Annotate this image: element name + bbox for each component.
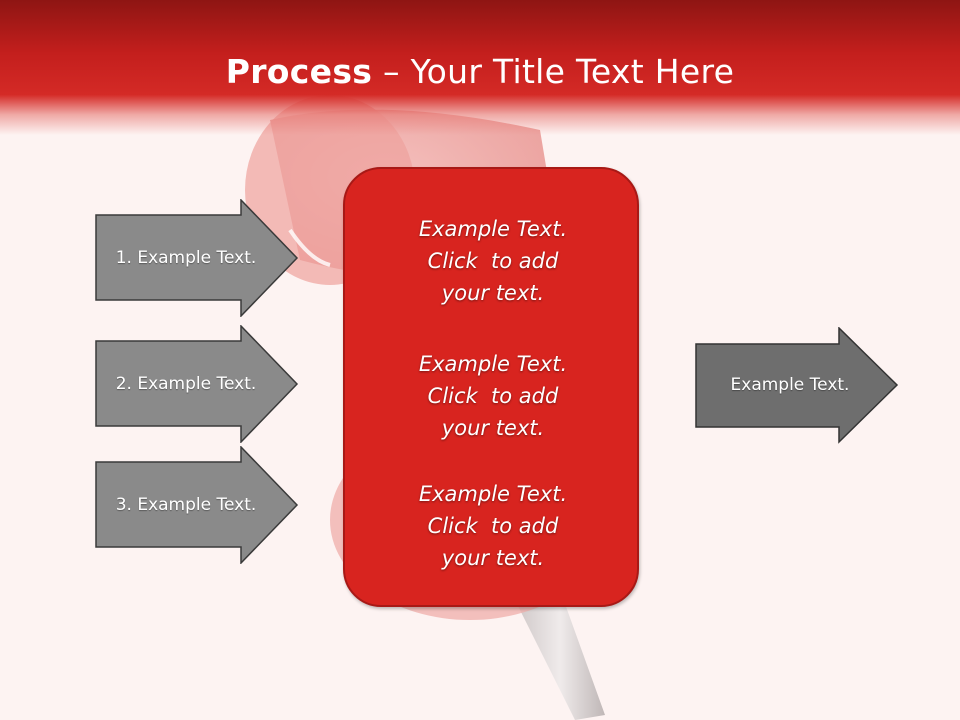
panel-text-block-3[interactable]: Example Text. Click to add your text. [345, 478, 641, 574]
panel-line: your text. [441, 416, 545, 440]
panel-text-block-1[interactable]: Example Text. Click to add your text. [345, 213, 641, 309]
panel-line: your text. [441, 281, 545, 305]
panel-line: Click to add [427, 384, 559, 408]
panel-line: Example Text. [418, 352, 568, 376]
title-bold: Process [225, 52, 373, 91]
panel-line: your text. [441, 546, 545, 570]
process-step-arrow-3[interactable]: 3. Example Text. [95, 446, 299, 564]
panel-line: Click to add [427, 249, 559, 273]
arrow-label: 2. Example Text. [115, 374, 257, 394]
arrow-label: Example Text. [730, 375, 850, 395]
arrow-shape [95, 446, 299, 564]
panel-line: Click to add [427, 514, 559, 538]
process-step-arrow-1[interactable]: 1. Example Text. [95, 199, 299, 317]
arrow-label: 1. Example Text. [115, 248, 257, 268]
arrow-label: 3. Example Text. [115, 495, 257, 515]
panel-line: Example Text. [418, 482, 568, 506]
arrow-shape [95, 325, 299, 443]
arrow-shape [695, 327, 899, 444]
title-bar [0, 0, 960, 135]
panel-text-block-2[interactable]: Example Text. Click to add your text. [345, 348, 641, 444]
process-step-arrow-2[interactable]: 2. Example Text. [95, 325, 299, 443]
arrow-shape [95, 199, 299, 317]
result-arrow[interactable]: Example Text. [695, 327, 899, 445]
slide-title[interactable]: Process – Your Title Text Here [0, 52, 960, 91]
title-rest: – Your Title Text Here [372, 52, 735, 91]
panel-line: Example Text. [418, 217, 568, 241]
center-text-panel[interactable]: Example Text. Click to add your text. Ex… [343, 167, 639, 607]
